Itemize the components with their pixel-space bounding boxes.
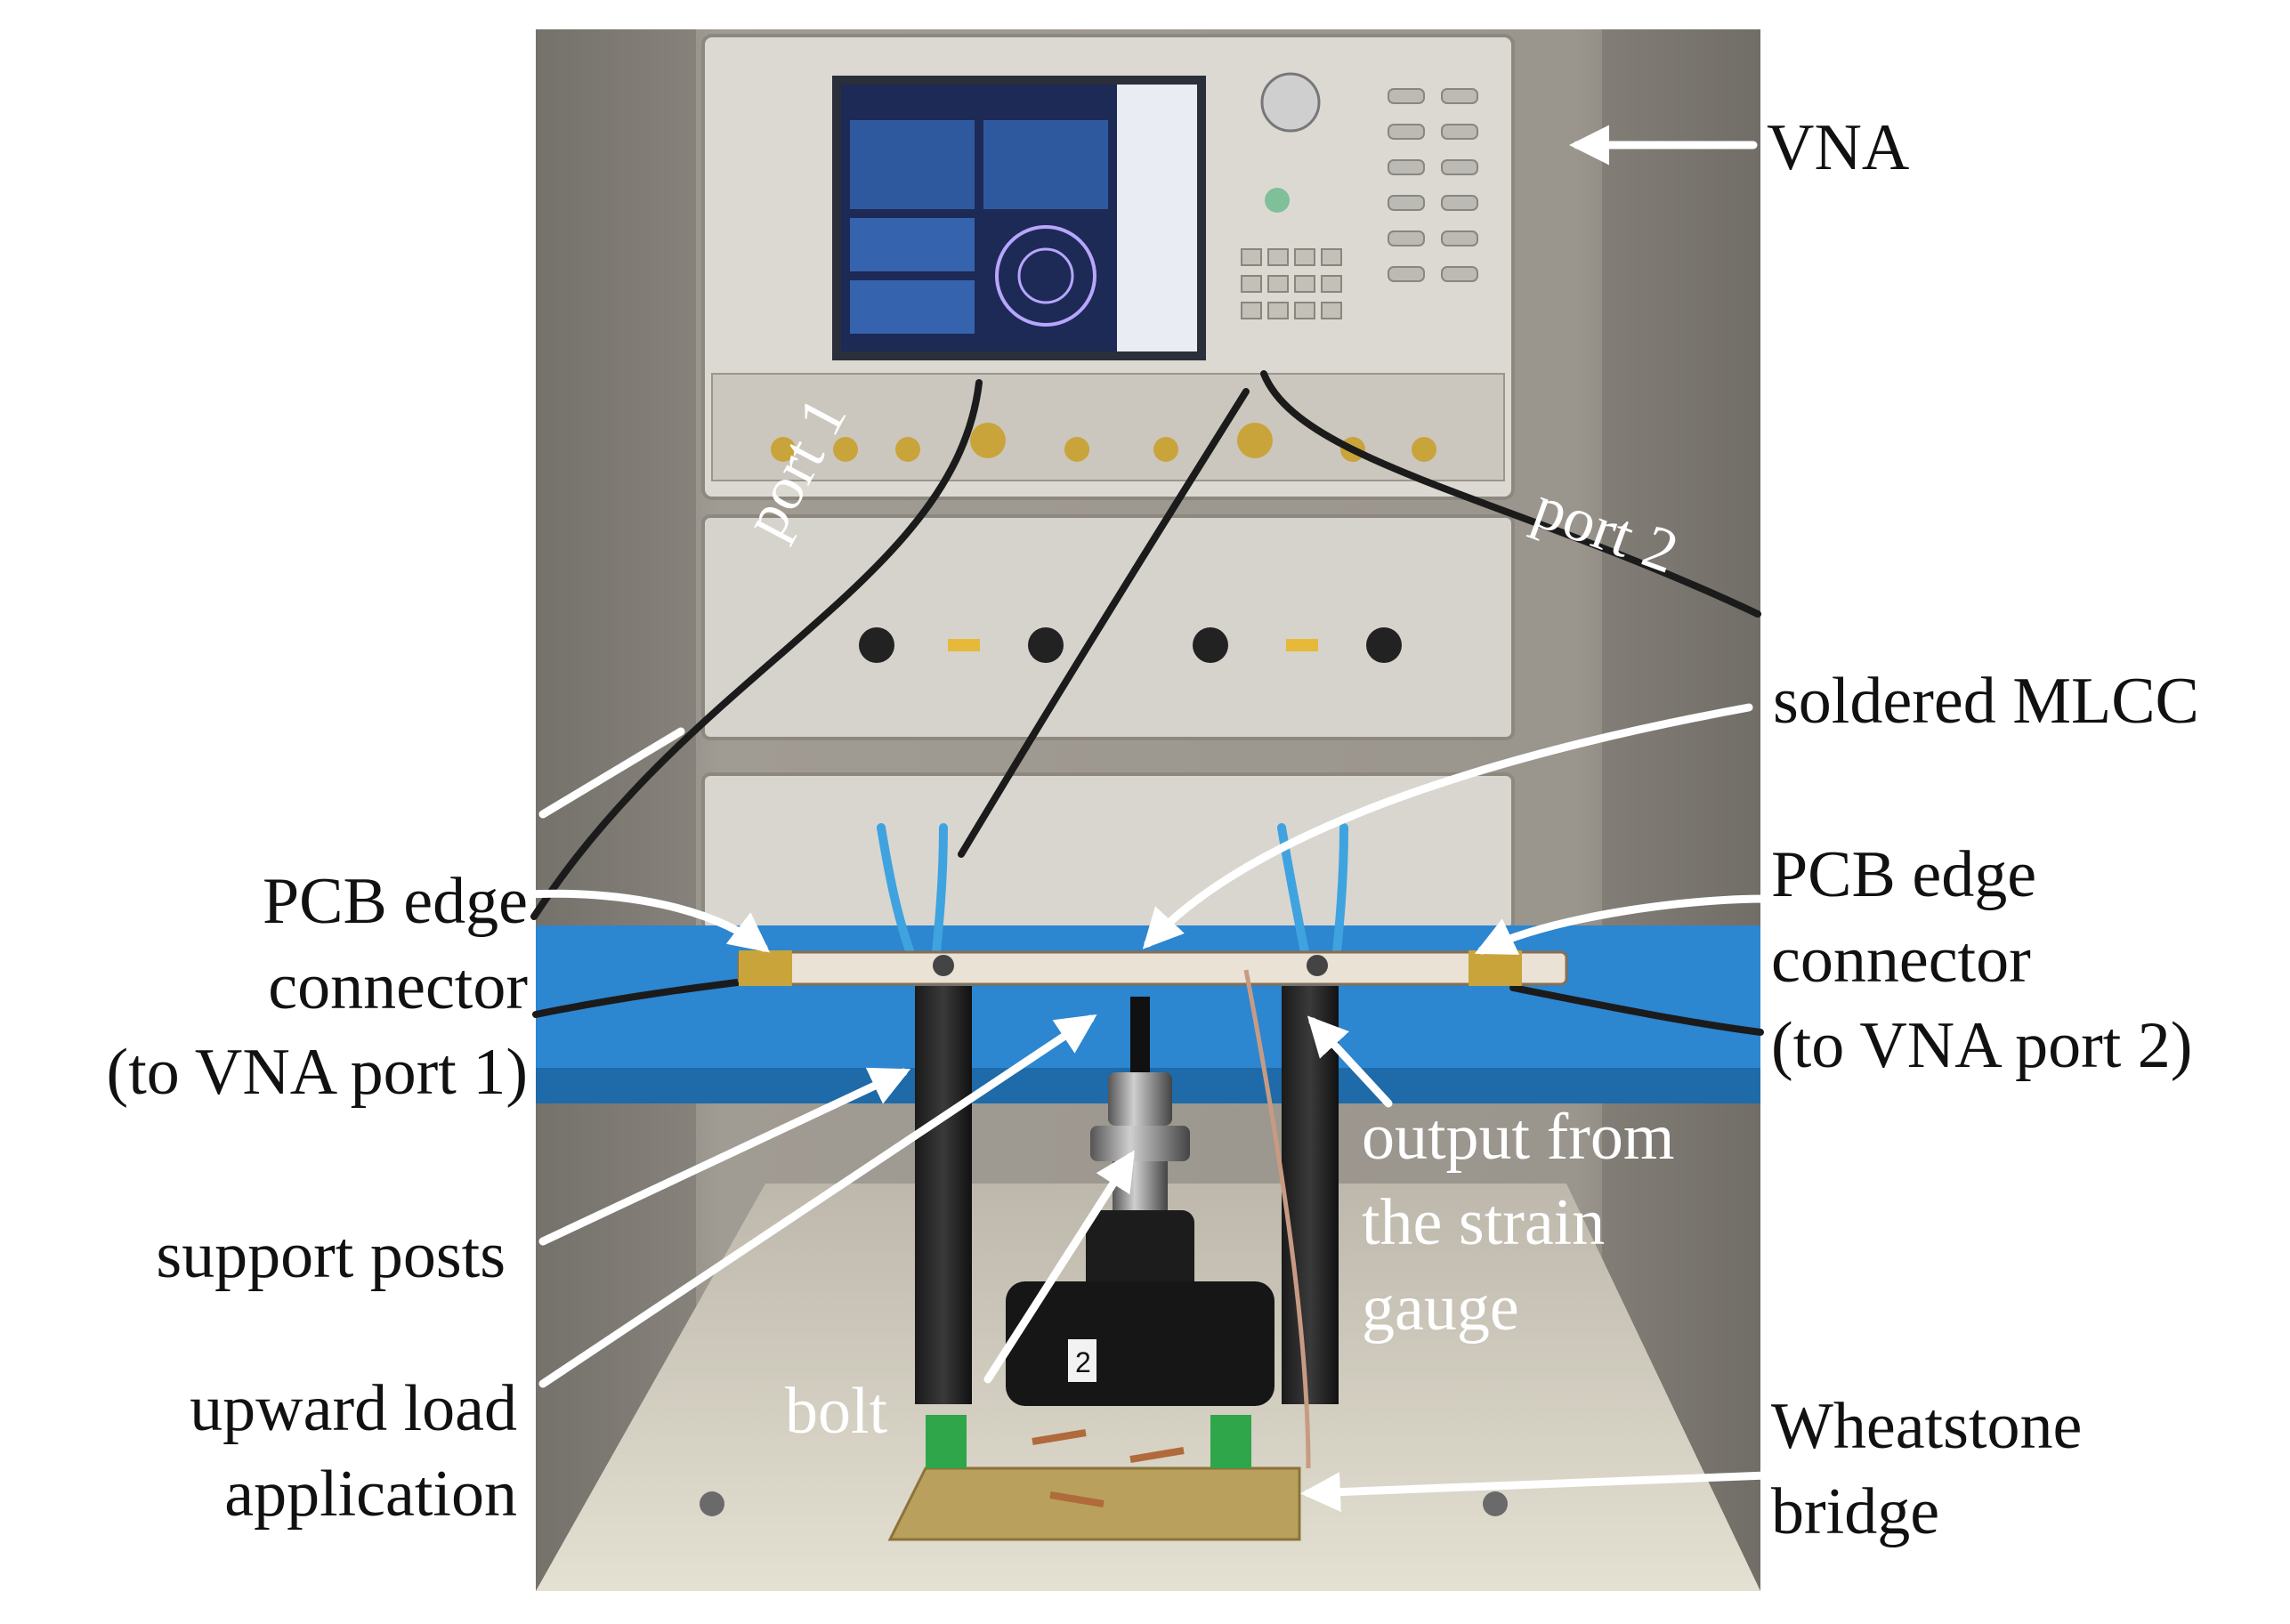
right-sma-connector <box>1469 950 1522 986</box>
support-post-left <box>915 986 972 1404</box>
arrow-port1 <box>538 727 685 819</box>
arrow-pcb-right <box>1474 894 1771 955</box>
label-output-gauge-line-3: gauge <box>1362 1272 1519 1345</box>
label-vna: VNA <box>1767 111 1910 184</box>
vna-knob <box>1260 72 1321 133</box>
label-wheatstone: Wheatstone bridge <box>1771 1384 2082 1555</box>
arrow-bolt <box>983 1150 1135 1384</box>
wheatstone-board <box>887 1415 1301 1541</box>
label-output-gauge-line-1: output from <box>1362 1101 1675 1174</box>
label-pcb-left: PCB edge connector (to VNA port 1) <box>107 859 528 1115</box>
rig-number: 2 <box>1075 1346 1091 1378</box>
label-wheatstone-line-1: Wheatstone <box>1771 1390 2083 1463</box>
vna-instrument <box>701 34 1515 500</box>
label-upward-load-line-1: upward load <box>190 1372 517 1445</box>
bolt-assembly: 2 <box>1006 997 1274 1406</box>
arrow-wheatstone <box>1300 1471 1771 1513</box>
label-pcb-right-line-1: PCB edge <box>1771 838 2037 911</box>
label-bolt: bolt <box>785 1375 888 1448</box>
test-set-upper <box>701 514 1515 740</box>
arrow-support-posts <box>538 1067 911 1246</box>
annotation-arrows <box>521 125 1771 1513</box>
label-pcb-right-line-3: (to VNA port 2) <box>1771 1009 2193 1082</box>
label-soldered-mlcc: soldered MLCC <box>1773 665 2199 738</box>
support-post-right <box>1282 986 1339 1404</box>
label-output-gauge-line-2: the strain <box>1362 1186 1606 1259</box>
label-support-posts: support posts <box>156 1219 506 1292</box>
arrow-output-gauge <box>1307 1015 1393 1108</box>
label-upward-load-line-2: application <box>224 1458 517 1531</box>
label-pcb-left-line-2: connector <box>268 950 528 1023</box>
label-upward-load: upward load application <box>190 1366 517 1537</box>
label-pcb-left-line-3: (to VNA port 1) <box>106 1036 528 1109</box>
arrow-mlcc <box>1142 703 1753 949</box>
pcb-strip <box>737 950 1568 986</box>
label-pcb-right: PCB edge connector (to VNA port 2) <box>1771 832 2192 1088</box>
arrow-upward-load <box>538 1014 1097 1388</box>
arrow-pcb-left <box>521 889 771 953</box>
label-pcb-left-line-1: PCB edge <box>262 865 528 938</box>
label-pcb-right-line-2: connector <box>1771 924 2031 997</box>
left-sma-connector <box>739 950 792 986</box>
label-wheatstone-line-2: bridge <box>1771 1475 1940 1548</box>
label-output-gauge: output from the strain gauge <box>1362 1095 1674 1351</box>
